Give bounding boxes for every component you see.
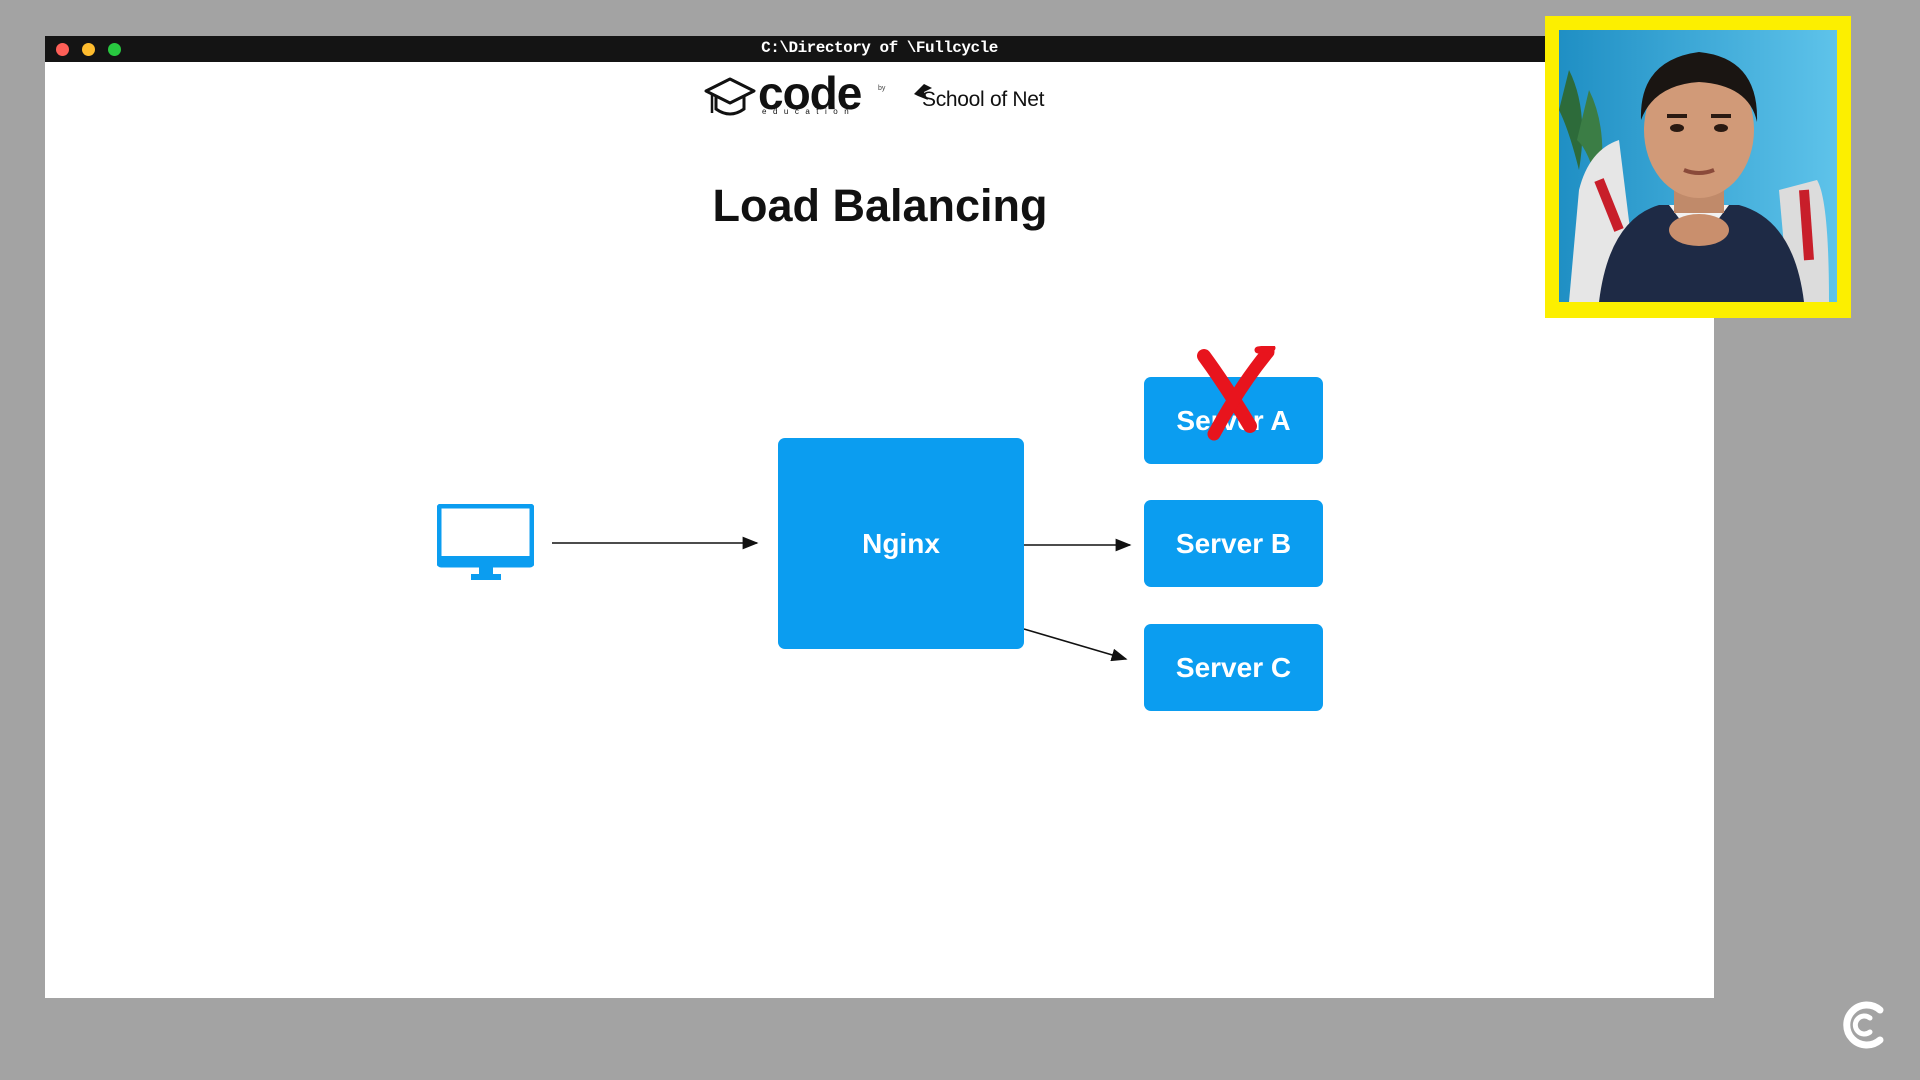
- monitor-icon: [437, 504, 534, 580]
- server-b-box: Server B: [1144, 500, 1323, 587]
- minimize-window-button[interactable]: [82, 43, 95, 56]
- nginx-to-server-c-arrow: [1023, 628, 1128, 662]
- server-b-label: Server B: [1175, 527, 1292, 559]
- window-titlebar: C:\Directory of \Fullcycle: [45, 36, 1714, 62]
- presenter-video: [1559, 30, 1837, 302]
- slide-title: Load Balancing: [712, 180, 1048, 231]
- window-title: C:\Directory of \Fullcycle: [761, 39, 998, 57]
- presentation-window: C:\Directory of \Fullcycle: [45, 36, 1714, 998]
- nginx-label: Nginx: [862, 527, 940, 559]
- close-window-button[interactable]: [56, 43, 69, 56]
- channel-logo-icon: [1843, 1001, 1884, 1049]
- code-logo-subtitle: education: [762, 107, 856, 116]
- failure-x-icon: [1197, 346, 1276, 441]
- maximize-window-button[interactable]: [108, 43, 121, 56]
- school-of-net-logo: School of Net: [922, 88, 1045, 111]
- server-c-box: Server C: [1144, 624, 1323, 711]
- code-logo-word: code: [758, 67, 862, 119]
- nginx-box: Nginx: [778, 438, 1024, 649]
- webcam-overlay: [1545, 16, 1851, 318]
- logo-by-text: by: [878, 85, 886, 92]
- school-of-net-logo-icon: [914, 84, 932, 100]
- server-c-label: Server C: [1175, 651, 1292, 683]
- graduation-cap-icon: [704, 77, 756, 116]
